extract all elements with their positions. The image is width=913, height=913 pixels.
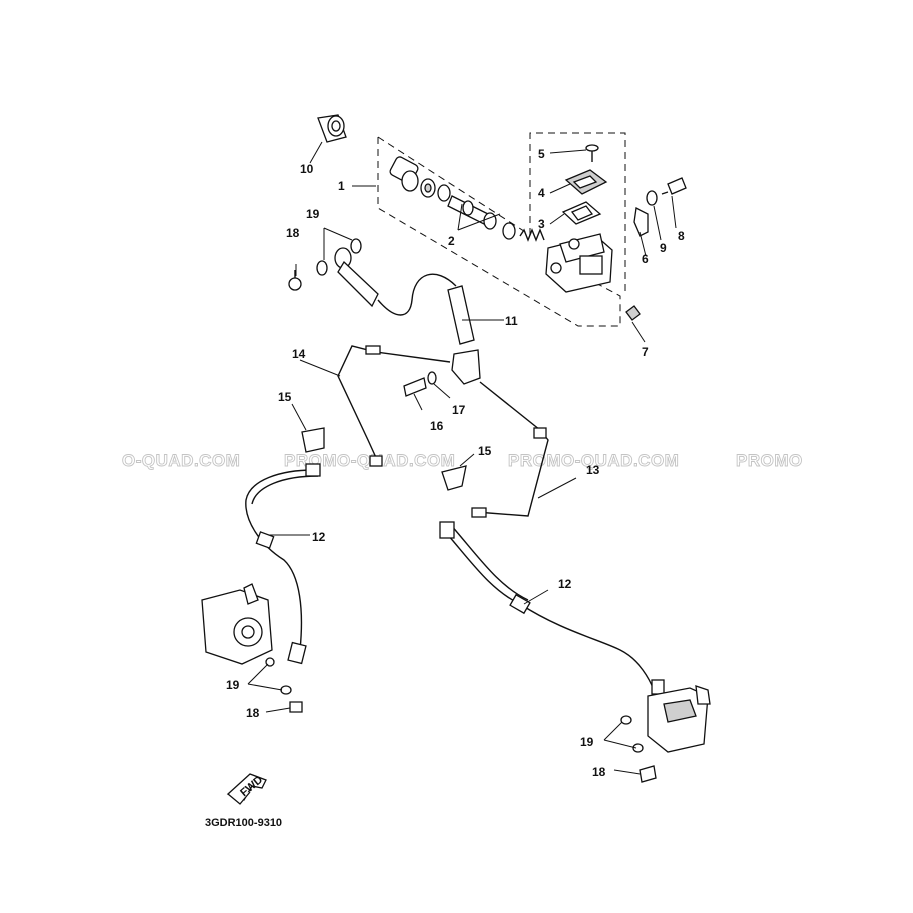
watermark-fragment-right: PROMO: [736, 451, 803, 470]
callout-15a: 15: [278, 390, 292, 404]
reservoir-cap-part-4: [564, 169, 608, 195]
callout-3: 3: [538, 217, 545, 231]
callout-17: 17: [452, 403, 466, 417]
watermark: O-QUAD.COM PROMO-QUAD.COM PROMO-QUAD.COM…: [122, 451, 803, 471]
watermark-text-2: PROMO-QUAD.COM: [508, 451, 679, 470]
callout-13: 13: [586, 463, 600, 477]
washer-part-9: [646, 190, 658, 206]
brake-pipe-14: [337, 345, 451, 467]
callout-19a: 19: [306, 207, 320, 221]
callout-8: 8: [678, 229, 685, 243]
screw-part-5: [585, 144, 599, 162]
brake-caliper-left: [201, 583, 275, 667]
banjo-bolt-right: [639, 765, 657, 783]
diaphragm-part-3: [561, 201, 602, 225]
diagram-code: 3GDR100-9310: [205, 817, 282, 829]
bracket-part-6: [633, 207, 649, 237]
pipe-clip-left: [301, 427, 325, 453]
banjo-bolt-top: [288, 238, 379, 308]
callouts: 1 2 3 4 5 6 7 8 9 10 11 12 12 13 14 15 1…: [226, 147, 685, 779]
callout-11: 11: [505, 314, 518, 328]
cap-part-7: [625, 305, 641, 321]
callout-12b: 12: [558, 577, 572, 591]
watermark-fragment-left: O-QUAD.COM: [122, 451, 240, 470]
callout-6: 6: [642, 252, 649, 266]
collar-part-10: [317, 114, 347, 143]
callout-9: 9: [660, 241, 667, 255]
callout-18b: 18: [246, 706, 260, 720]
master-cylinder-assembly-outline: [377, 132, 626, 327]
callout-1: 1: [338, 179, 345, 193]
brake-caliper-right: [620, 685, 711, 753]
callout-5: 5: [538, 147, 545, 161]
callout-4: 4: [538, 186, 545, 200]
callout-10: 10: [300, 162, 314, 176]
bolt-part-8: [661, 177, 687, 195]
brake-hose-12-right: [439, 521, 665, 695]
brake-pipe-13: [471, 381, 549, 518]
master-cylinder-body: [545, 233, 613, 293]
leader-lines: [247, 141, 677, 775]
callout-18c: 18: [592, 765, 606, 779]
fwd-arrow-icon: FWD: [226, 773, 267, 805]
callout-14: 14: [292, 347, 306, 361]
brake-joint: [403, 349, 481, 397]
banjo-bolt-left: [280, 685, 303, 713]
callout-19b: 19: [226, 678, 240, 692]
callout-7: 7: [642, 345, 649, 359]
callout-12a: 12: [312, 530, 326, 544]
callout-16: 16: [430, 419, 444, 433]
callout-19c: 19: [580, 735, 594, 749]
callout-18a: 18: [286, 226, 300, 240]
brake-hose-12-left: [245, 463, 321, 665]
brake-hose-11: [377, 273, 475, 345]
pipe-clip-right: [441, 465, 467, 491]
callout-2: 2: [448, 234, 455, 248]
callout-15b: 15: [478, 444, 492, 458]
